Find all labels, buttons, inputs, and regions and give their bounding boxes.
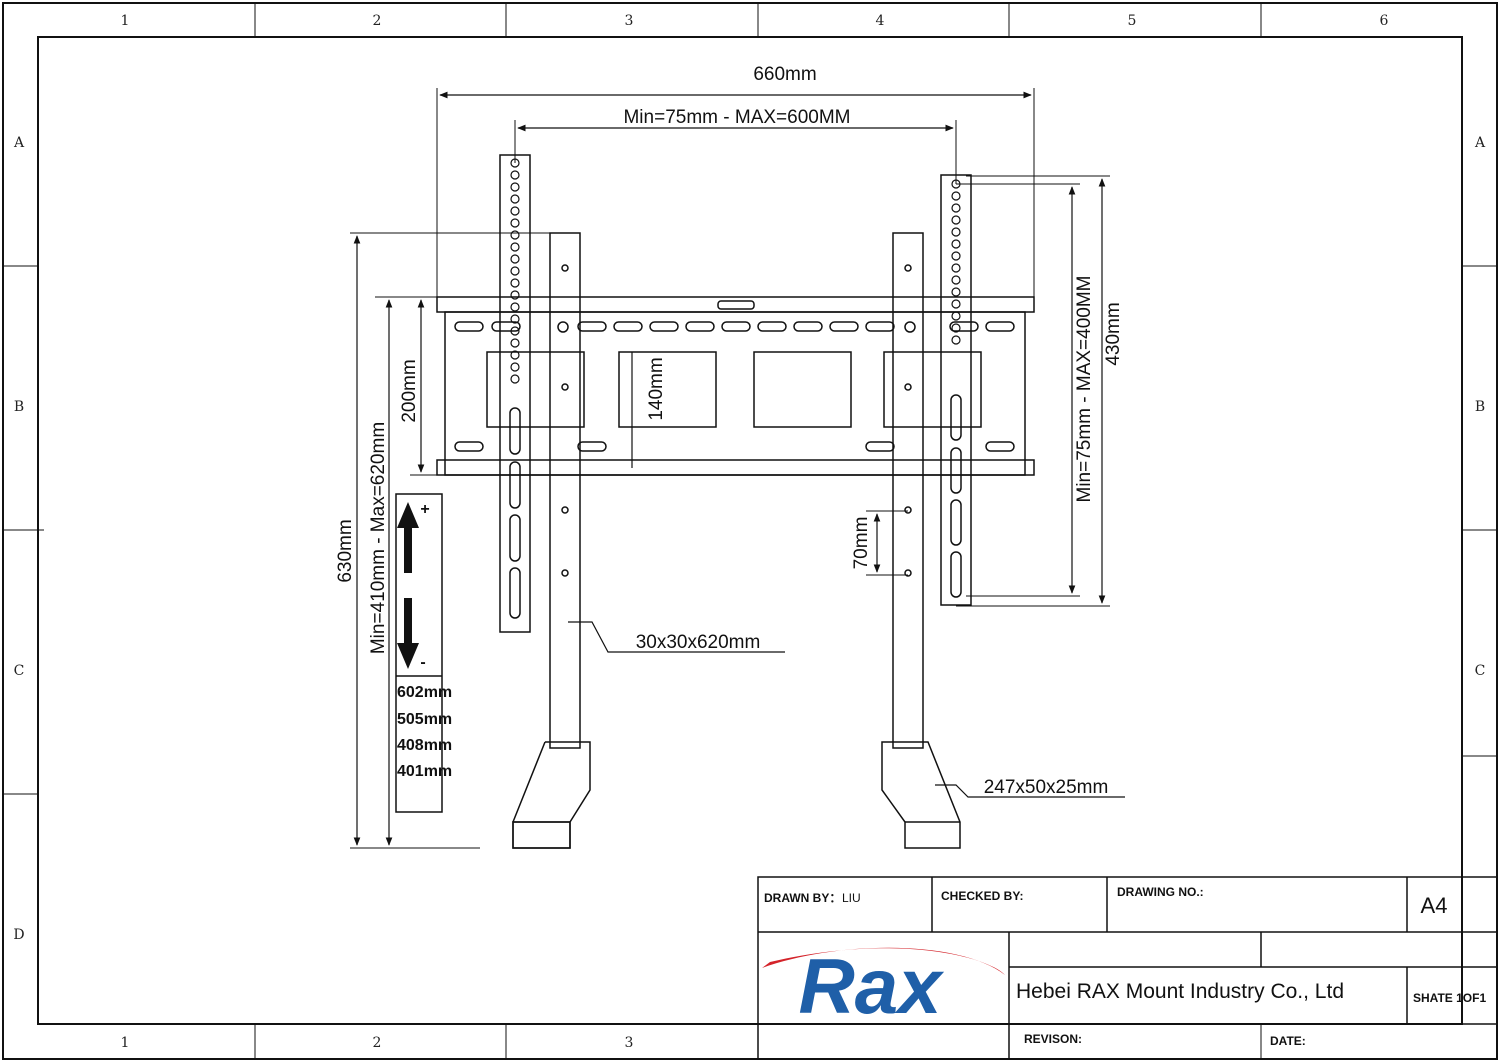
total-height-label: 630mm xyxy=(335,519,356,582)
grid-row-a: A xyxy=(13,135,25,151)
grid-col-5: 5 xyxy=(1128,13,1137,29)
vesa-width-label: Min=75mm - MAX=600MM xyxy=(623,107,850,128)
arm-height-label: 430mm xyxy=(1103,302,1124,365)
left-base xyxy=(512,741,591,849)
grid-col-3-bottom: 3 xyxy=(625,1035,634,1051)
grid-col-2-bottom: 2 xyxy=(373,1035,382,1051)
company-name: Hebei RAX Mount Industry Co., Ltd xyxy=(1016,980,1344,1003)
grid-row-c: C xyxy=(14,663,25,679)
grid-col-4: 4 xyxy=(876,13,885,29)
grid-row-a-right: A xyxy=(1474,135,1486,151)
paper-size: A4 xyxy=(1421,893,1448,918)
height-adjust-panel xyxy=(395,493,443,813)
minus-sign: - xyxy=(420,654,425,671)
plate-height-label: 200mm xyxy=(399,359,420,422)
slot-height-label: 140mm xyxy=(646,357,667,420)
plus-sign: + xyxy=(420,501,429,518)
arrow-up-icon xyxy=(397,502,419,573)
grid-row-d: D xyxy=(13,927,24,943)
overall-width-label: 660mm xyxy=(753,64,816,85)
grid-column-labels-bottom: 1 2 3 xyxy=(121,1035,634,1051)
grid-col-2: 2 xyxy=(373,13,382,29)
grid-row-b: B xyxy=(14,399,24,415)
grid-col-6: 6 xyxy=(1380,13,1389,29)
logo-text: Rax xyxy=(798,942,945,1030)
grid-col-3: 3 xyxy=(625,13,634,29)
title-block xyxy=(757,876,1498,1060)
hole-spacing-label: 70mm xyxy=(851,517,872,570)
height-position-2: 505mm xyxy=(397,711,452,728)
left-vertical-arm xyxy=(499,154,531,633)
wall-plate xyxy=(436,296,1035,476)
arrow-down-icon xyxy=(397,598,419,669)
pole-size-label: 30x30x620mm xyxy=(636,632,761,653)
grid-row-c-right: C xyxy=(1475,663,1486,679)
grid-col-1-bottom: 1 xyxy=(121,1035,130,1051)
date-label: DATE: xyxy=(1270,1034,1306,1048)
grid-row-labels-right: A B C xyxy=(1474,135,1486,679)
height-position-1: 602mm xyxy=(397,684,452,701)
sheet-number: SHATE 1OF1 xyxy=(1413,991,1486,1005)
grid-col-1: 1 xyxy=(121,13,130,29)
right-pole xyxy=(892,232,924,749)
drawn-by-label: DRAWN BY： xyxy=(764,891,841,905)
vesa-height-label: Min=75mm - MAX=400MM xyxy=(1074,275,1095,502)
drawn-by-value: LIU xyxy=(842,891,861,905)
right-vertical-arm xyxy=(940,174,972,606)
grid-column-labels-top: 1 2 3 4 5 6 xyxy=(121,13,1389,29)
grid-row-labels-left: A B C D xyxy=(13,135,25,943)
height-position-4: 401mm xyxy=(397,763,452,780)
grid-row-b-right: B xyxy=(1475,399,1485,415)
mount-drawing xyxy=(350,88,1125,849)
revision-label: REVISON: xyxy=(1024,1032,1082,1046)
height-position-3: 408mm xyxy=(397,737,452,754)
left-pole xyxy=(549,232,581,749)
adjustable-height-label: Min=410mm - Max=620mm xyxy=(368,422,389,654)
right-base xyxy=(881,741,961,849)
drawing-no-label: DRAWING NO.: xyxy=(1117,885,1204,899)
rax-logo: Rax xyxy=(762,942,1005,1030)
checked-by-label: CHECKED BY: xyxy=(941,889,1023,903)
base-size-label: 247x50x25mm xyxy=(984,777,1109,798)
